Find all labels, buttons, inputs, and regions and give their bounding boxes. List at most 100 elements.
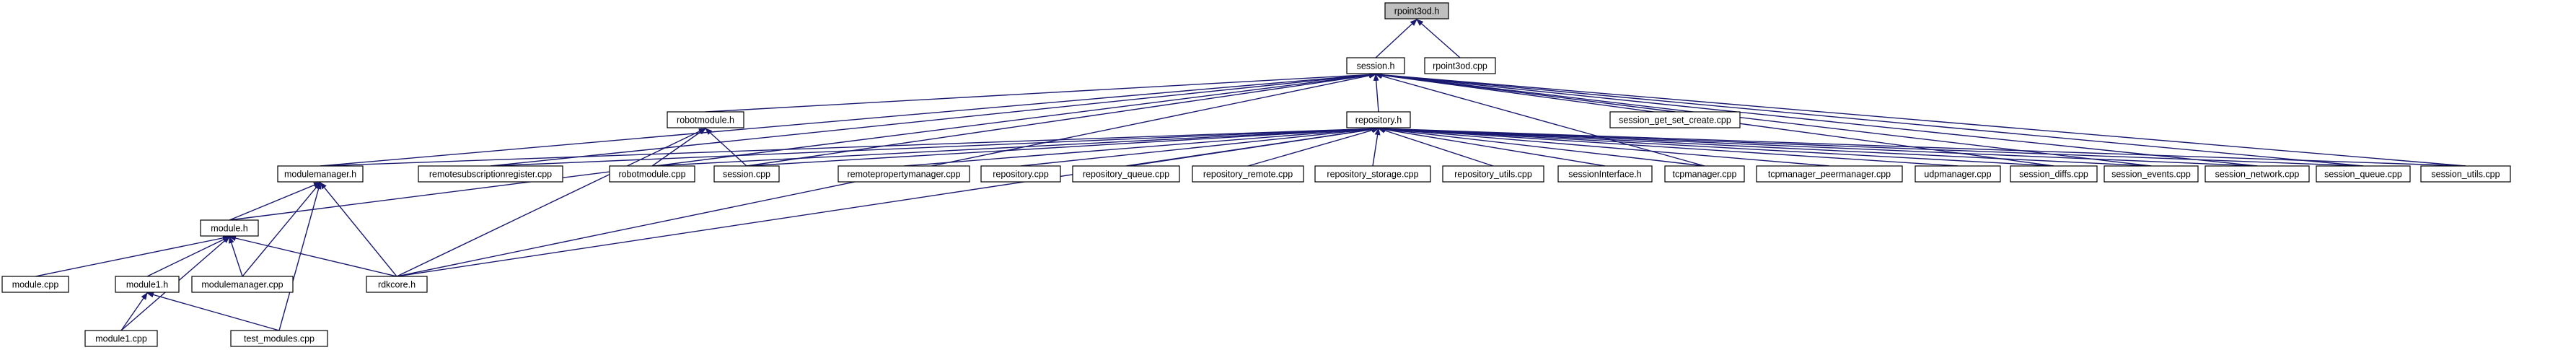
edge-session-queue-cpp-to-session-h	[1375, 71, 2364, 167]
node-session-events-cpp[interactable]: session_events.cpp	[2104, 165, 2199, 183]
node-label: session_get_set_create.cpp	[1619, 115, 1731, 126]
node-sessioninterface-h[interactable]: sessionInterface.h	[1557, 165, 1653, 183]
node-session-queue-cpp[interactable]: session_queue.cpp	[2316, 165, 2411, 183]
node-label: tcpmanager_peermanager.cpp	[1768, 170, 1891, 180]
node-box	[230, 330, 328, 347]
edge-repository-cpp-to-repository-h	[1020, 126, 1379, 167]
node-box	[1442, 165, 1544, 183]
node-repository-utils-cpp[interactable]: repository_utils.cpp	[1442, 165, 1544, 183]
edge-module-h-to-session-h	[229, 72, 1376, 221]
node-label: modulemanager.h	[284, 170, 356, 180]
edge-rdkcore-h-to-modulemanager-h	[320, 182, 397, 277]
edge-remotepropertymanager-cpp-to-repository-h	[903, 126, 1379, 167]
node-box	[1346, 111, 1411, 128]
node-label: session.h	[1357, 61, 1395, 71]
node-remotepropertymanager-cpp[interactable]: remotepropertymanager.cpp	[838, 165, 970, 183]
node-box	[2010, 165, 2098, 183]
node-box	[1609, 111, 1741, 128]
edge-repository-remote-cpp-to-repository-h	[1247, 127, 1379, 167]
edge-session-diffs-cpp-to-repository-h	[1378, 126, 2054, 167]
edge-test-modules-cpp-to-module1-h	[146, 292, 280, 331]
node-label: sessionInterface.h	[1568, 170, 1641, 180]
edge-session-network-cpp-to-repository-h	[1378, 126, 2258, 167]
node-box	[2316, 165, 2411, 183]
node-box	[1756, 165, 1903, 183]
node-label: session_diffs.cpp	[2019, 170, 2088, 180]
node-label: session_queue.cpp	[2324, 170, 2402, 180]
node-session-cpp[interactable]: session.cpp	[713, 165, 780, 183]
node-tcpmanager-cpp[interactable]: tcpmanager.cpp	[1664, 165, 1745, 183]
node-box	[2104, 165, 2199, 183]
edge-rdkcore-h-to-module-h	[229, 235, 397, 277]
node-box	[2420, 165, 2511, 183]
node-label: robotmodule.cpp	[618, 170, 685, 180]
edge-rdkcore-h-to-repository-h	[396, 126, 1379, 277]
node-box	[418, 165, 563, 183]
edge-sessioninterface-h-to-repository-h	[1378, 126, 1606, 167]
edge-session-cpp-to-robotmodule-h	[705, 128, 747, 167]
edge-session-utils-cpp-to-repository-h	[1378, 126, 2466, 167]
node-repository-h[interactable]: repository.h	[1346, 111, 1411, 128]
edge-modulemanager-cpp-to-modulemanager-h	[242, 182, 321, 277]
node-module-cpp[interactable]: module.cpp	[1, 276, 69, 293]
node-box	[609, 165, 695, 183]
node-tcpmanager-peermanager-cpp[interactable]: tcpmanager_peermanager.cpp	[1756, 165, 1903, 183]
node-rpoint3od-cpp[interactable]: rpoint3od.cpp	[1424, 57, 1496, 74]
node-label: module1.cpp	[95, 334, 147, 344]
node-box	[2204, 165, 2310, 183]
node-label: rpoint3od.cpp	[1433, 61, 1487, 71]
edge-robotmodule-h-to-session-h	[705, 71, 1376, 113]
node-label: session_utils.cpp	[2431, 170, 2500, 180]
node-repository-queue-cpp[interactable]: repository_queue.cpp	[1072, 165, 1180, 183]
node-label: module.h	[211, 224, 247, 234]
node-box	[1384, 2, 1449, 19]
edge-udpmanager-cpp-to-repository-h	[1378, 126, 1959, 167]
edge-module-h-to-modulemanager-h	[229, 182, 321, 221]
node-box	[1424, 57, 1496, 74]
node-label: module.cpp	[12, 280, 59, 290]
edge-module1-cpp-to-module1-h	[120, 292, 148, 331]
node-label: remotepropertymanager.cpp	[847, 170, 960, 180]
node-robotmodule-h[interactable]: robotmodule.h	[667, 111, 744, 128]
node-box	[1664, 165, 1745, 183]
node-module1-h[interactable]: module1.h	[115, 276, 180, 293]
node-label: repository_remote.cpp	[1203, 170, 1293, 180]
node-rdkcore-h[interactable]: rdkcore.h	[366, 276, 428, 293]
node-box	[1072, 165, 1180, 183]
node-session-diffs-cpp[interactable]: session_diffs.cpp	[2010, 165, 2098, 183]
node-box	[366, 276, 428, 293]
node-remotesubscriptionregister-cpp[interactable]: remotesubscriptionregister.cpp	[418, 165, 563, 183]
node-rpoint3od-h[interactable]: rpoint3od.h	[1384, 2, 1449, 19]
node-module-h[interactable]: module.h	[200, 219, 259, 237]
edge-session-h-to-rpoint3od-h	[1375, 19, 1417, 58]
node-box	[115, 276, 180, 293]
node-label: repository_utils.cpp	[1454, 170, 1532, 180]
node-label: repository_storage.cpp	[1327, 170, 1418, 180]
node-udpmanager-cpp[interactable]: udpmanager.cpp	[1915, 165, 2001, 183]
node-modulemanager-h[interactable]: modulemanager.h	[277, 165, 364, 183]
edge-session-cpp-to-session-h	[746, 72, 1376, 167]
node-repository-storage-cpp[interactable]: repository_storage.cpp	[1314, 165, 1431, 183]
node-label: module1.h	[126, 280, 168, 290]
edge-remotesubscriptionregister-cpp-to-session-h	[490, 71, 1376, 167]
node-session-utils-cpp[interactable]: session_utils.cpp	[2420, 165, 2511, 183]
node-session-network-cpp[interactable]: session_network.cpp	[2204, 165, 2310, 183]
node-repository-remote-cpp[interactable]: repository_remote.cpp	[1192, 165, 1304, 183]
node-robotmodule-cpp[interactable]: robotmodule.cpp	[609, 165, 695, 183]
edge-robotmodule-cpp-to-robotmodule-h	[651, 128, 706, 167]
node-repository-cpp[interactable]: repository.cpp	[980, 165, 1061, 183]
node-session-get-set-create-cpp[interactable]: session_get_set_create.cpp	[1609, 111, 1741, 128]
node-box	[200, 219, 259, 237]
node-session-h[interactable]: session.h	[1346, 57, 1405, 74]
node-modulemanager-cpp[interactable]: modulemanager.cpp	[191, 276, 294, 293]
edge-modulemanager-h-to-repository-h	[320, 126, 1379, 167]
dependency-edges	[35, 19, 2466, 331]
node-label: repository.cpp	[993, 170, 1049, 180]
node-module1-cpp[interactable]: module1.cpp	[84, 330, 158, 347]
edge-remotesubscriptionregister-cpp-to-repository-h	[490, 126, 1379, 167]
edge-session-events-cpp-to-repository-h	[1378, 126, 2152, 167]
node-test-modules-cpp[interactable]: test_modules.cpp	[230, 330, 328, 347]
node-label: udpmanager.cpp	[1924, 170, 1991, 180]
edge-modulemanager-h-to-session-h	[320, 71, 1376, 167]
node-box	[1192, 165, 1304, 183]
